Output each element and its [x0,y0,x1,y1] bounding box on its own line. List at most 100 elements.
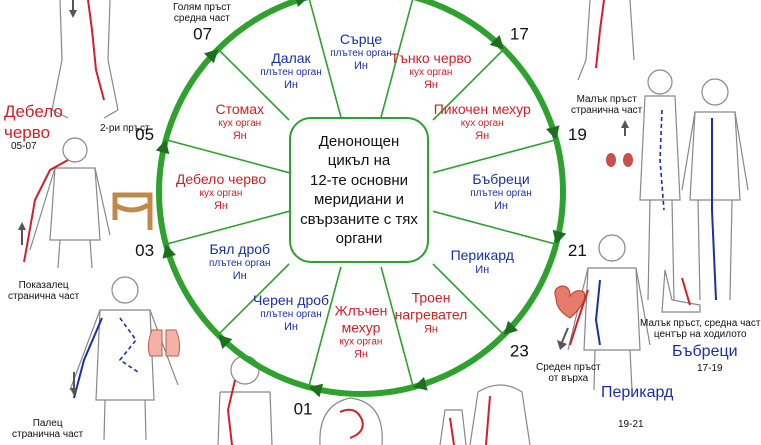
sector-polarity: Ин [284,78,298,91]
sector-polarity: Ян [423,78,439,91]
label-large-intestine: Дебело черво [4,101,63,144]
hour-label: 05 [135,125,154,144]
sector-type: кух орган [409,66,453,78]
sector-polarity: Ян [423,323,439,336]
label-line: странична част [8,291,80,302]
sector-name: Стомах [215,101,265,118]
wheel-spoke [432,138,557,174]
center-title-line: 12-те основни [310,171,408,189]
sector-name: Тънко черво [390,49,472,66]
sector-polarity: Ин [354,59,368,72]
figure-left-middle [23,137,111,269]
sector-name: Бъбреци [472,171,530,188]
sector-type: плътен орган [260,309,322,321]
wheel-arrowhead [204,49,219,64]
sector-name: Бял дроб [209,241,271,258]
direction-arrows [18,0,629,396]
center-title-line: меридиани и [313,191,405,208]
center-title-line: Денонощен [318,132,400,150]
label-pericardium: Перикард [601,384,674,401]
label-large-intestine-hours: 05-07 [11,141,37,152]
sector-polarity: Ин [475,263,490,276]
wheel-spoke [432,210,557,246]
label-kidneys-hours: 17-19 [697,363,723,374]
sector-type: кух орган [199,187,243,199]
figure-bottom-center [217,355,273,445]
label-little-finger: Малък пръст странична част [571,94,642,116]
sector-polarity: Ян [353,348,369,361]
foot-right [661,269,701,313]
wheel-spoke [165,138,290,174]
label-line: Дебело [4,102,63,121]
wheel-spoke [165,210,290,246]
wheel-arrowhead [296,0,306,8]
label-thumb: Палец странична част [12,418,83,440]
sector-name: Черен дроб [252,292,330,309]
sector-type: плътен орган [209,257,271,269]
intestine-organ [112,192,153,230]
label-line: Голям пръст [173,2,231,13]
sector-type: кух орган [339,336,383,348]
sector-name-line: нагревател [394,306,468,323]
wheel-arrowhead [552,229,567,245]
wheel-arrowhead [155,139,170,155]
wheel-spoke [217,48,290,121]
sector-type: плътен орган [470,187,532,199]
label-little-toe: Малък пръст, средна част център на ходил… [640,318,760,340]
wheel-spoke [380,266,415,388]
wheel-spoke [432,48,505,121]
wheel-spoke [432,263,505,336]
sector-name: Перикард [450,247,514,264]
wheel-spoke [217,263,290,336]
label-line: Среден пръст [536,362,601,373]
label-line: средна част [173,13,230,24]
label-line: странична част [12,429,84,440]
kidney-organ [606,153,633,167]
label-line: странична част [571,105,643,116]
sector-polarity: Ин [494,199,508,212]
hour-label: 19 [568,125,587,144]
hour-label: 01 [294,399,313,418]
label-second-toe: 2-ри пръст [100,123,150,134]
sector-type: плътен орган [260,66,322,78]
sector-polarity: Ян [232,129,247,142]
sector-polarity: Ян [213,199,229,212]
hour-label: 07 [193,25,212,44]
meridian-wheel: 01030507091517192123 [135,0,587,418]
heart-organ [554,285,586,319]
hour-label: 17 [510,25,529,44]
center-title-line: органи [335,230,383,247]
label-middle-finger: Среден пръст от върха [536,362,601,384]
hour-label: 03 [135,241,154,260]
wheel-spoke [380,0,414,118]
sector-name-line: мехур [341,319,381,336]
figure-top-right [577,0,635,81]
wheel-arrowhead [503,320,518,335]
wheel-spoke [308,0,342,118]
wheel-arrowhead [545,125,560,140]
sector-name: Далак [271,49,311,66]
figure-right-upper [639,69,681,301]
figure-far-right [681,78,749,301]
label-pericardium-hours: 19-21 [618,419,644,430]
wheel-arrowhead [413,376,428,391]
wheel-spoke [307,266,342,388]
sector-polarity: Ин [284,321,298,334]
sector-type: плътен орган [330,47,392,59]
center-title-line: цикъл на [327,152,391,169]
sector-polarity: Ин [232,269,247,282]
sector-name: Сърце [339,31,383,48]
label-index-finger: Показалец странична част [8,280,79,302]
